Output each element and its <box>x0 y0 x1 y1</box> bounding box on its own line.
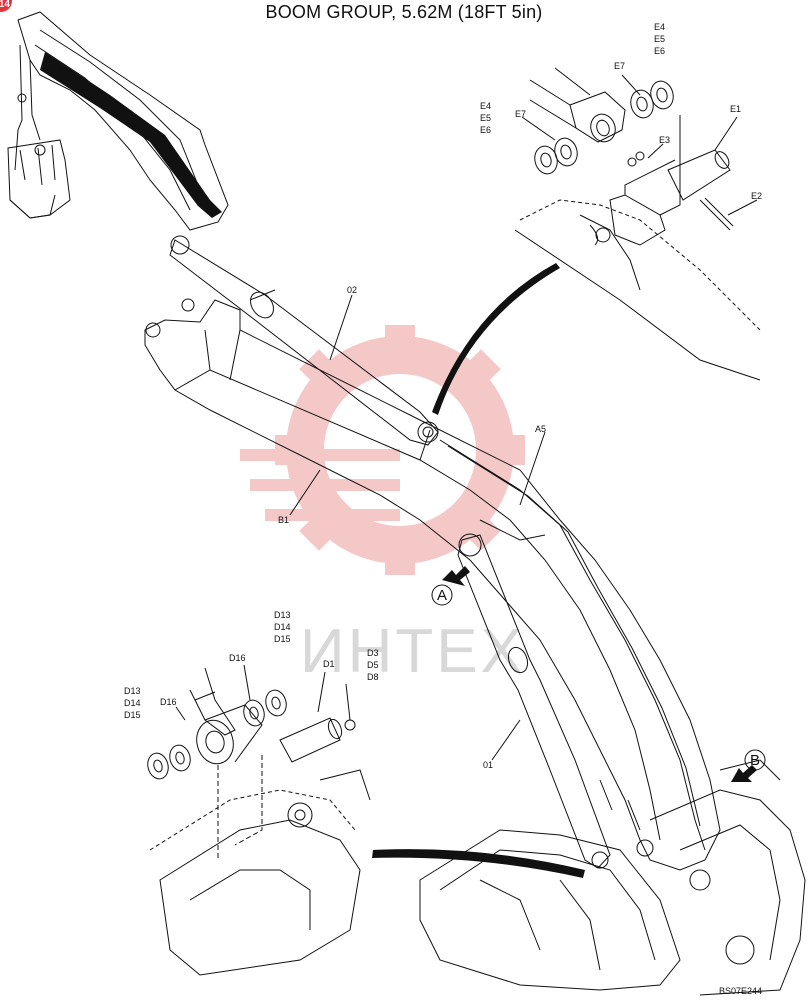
callout-d14-b: D14 <box>124 698 141 708</box>
callout-e2: E2 <box>751 191 762 201</box>
leader-lines <box>175 74 758 761</box>
callout-d15: D15 <box>274 634 291 644</box>
callout-e7: E7 <box>614 61 625 71</box>
view-a-circle <box>431 584 453 606</box>
boom-body <box>144 298 721 871</box>
callout-d8: D8 <box>367 672 379 682</box>
detail-inset-lower <box>147 667 371 976</box>
callout-d3: D3 <box>367 648 379 658</box>
callout-d13: D13 <box>274 610 291 620</box>
callout-01: 01 <box>483 760 493 770</box>
drawing-code: BS07E244 <box>718 986 762 996</box>
view-a-label: A <box>437 587 447 604</box>
view-a-arrow <box>442 566 470 586</box>
callout-e5-b: E5 <box>480 113 491 123</box>
callout-d1: D1 <box>323 659 335 669</box>
callout-02: 02 <box>347 285 357 295</box>
callout-a5: A5 <box>535 424 546 434</box>
callout-b1: B1 <box>278 515 289 525</box>
view-b-label: B <box>750 752 760 769</box>
view-b-arrow <box>731 765 757 782</box>
callout-e4-b: E4 <box>480 101 491 111</box>
callout-d16-b: D16 <box>160 697 177 707</box>
callout-e5: E5 <box>654 34 665 44</box>
watermark-gear-logo <box>240 325 525 575</box>
callout-e4: E4 <box>654 22 665 32</box>
callout-e6-b: E6 <box>480 125 491 135</box>
watermark-text: ИНТЕХ <box>300 617 525 686</box>
callout-d16: D16 <box>229 653 246 663</box>
callout-e7-b: E7 <box>515 109 526 119</box>
callout-d13-b: D13 <box>124 686 141 696</box>
callout-d14: D14 <box>274 622 291 632</box>
callout-d5: D5 <box>367 660 379 670</box>
page-badge: 14 <box>0 0 12 12</box>
boom-cylinder-upper <box>169 235 439 446</box>
callout-d15-b: D15 <box>124 710 141 720</box>
boom-hoses <box>439 439 706 851</box>
detail-inset-upper <box>514 67 761 381</box>
view-arrows <box>442 566 757 782</box>
callout-e3: E3 <box>659 135 670 145</box>
callout-e1: E1 <box>730 104 741 114</box>
upper-frame <box>419 759 806 996</box>
detail-boundary-lower <box>372 849 585 878</box>
callout-e6: E6 <box>654 46 665 56</box>
boom-cylinder-lower <box>457 533 611 869</box>
arm-hoses <box>40 52 222 218</box>
diagram-title: BOOM GROUP, 5.62M (18FT 5in) <box>265 2 543 22</box>
